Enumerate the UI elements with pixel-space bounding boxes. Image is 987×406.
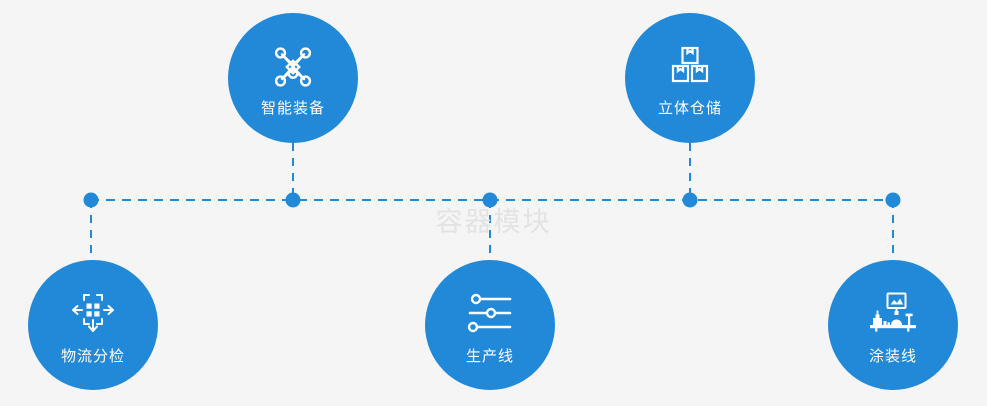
watermark-text: 容器模块 <box>435 207 552 237</box>
node-label-warehouse: 立体仓储 <box>657 99 722 117</box>
node-smart-equipment[interactable]: 智能装备 <box>228 13 358 143</box>
node-sorting[interactable]: 物流分检 <box>28 260 158 390</box>
node-label-production: 生产线 <box>465 347 514 365</box>
node-label-painting: 涂装线 <box>868 347 917 365</box>
node-painting[interactable]: 涂装线 <box>828 260 958 390</box>
network-nodes-icon <box>265 41 321 93</box>
node-warehouse[interactable]: 立体仓储 <box>625 13 755 143</box>
node-label-smart-equipment: 智能装备 <box>260 99 325 117</box>
node-production[interactable]: 生产线 <box>425 260 555 390</box>
factory-workstation-icon <box>865 287 921 339</box>
sorting-scan-arrows-icon <box>65 287 121 339</box>
stacked-boxes-icon <box>662 41 718 93</box>
node-label-sorting: 物流分检 <box>60 347 125 365</box>
sliders-icon <box>462 287 518 339</box>
